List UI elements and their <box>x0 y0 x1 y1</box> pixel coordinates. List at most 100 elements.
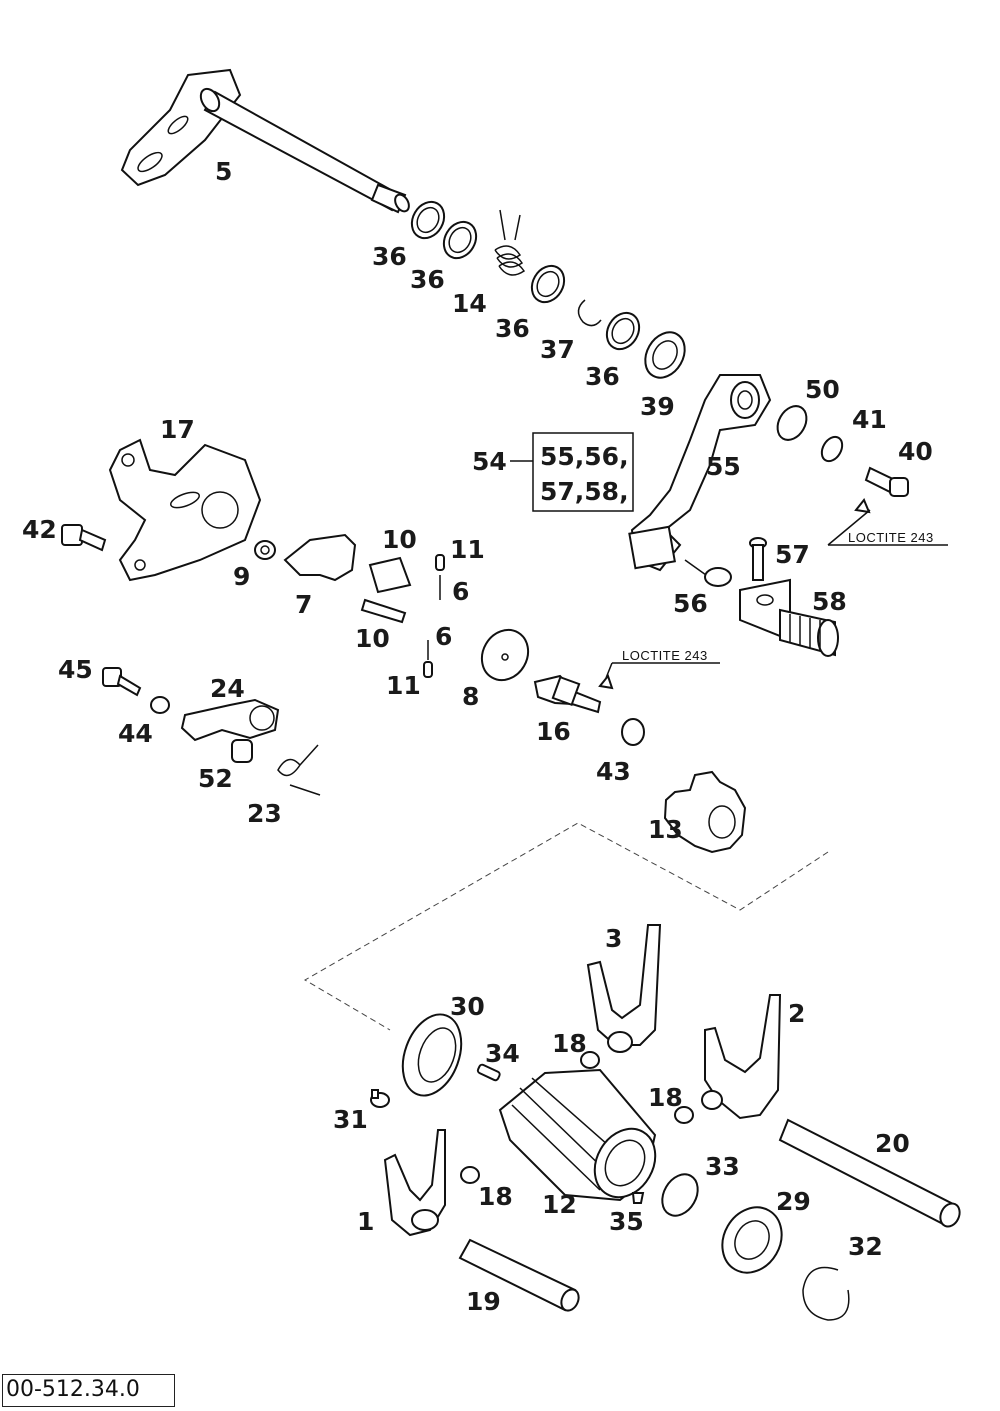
label-18-b: 18 <box>648 1083 683 1112</box>
shift-fork-3 <box>586 924 662 1053</box>
label-24: 24 <box>210 674 245 703</box>
dashed-reference-line <box>304 822 829 1031</box>
label-17: 17 <box>160 415 195 444</box>
washer-9 <box>254 540 276 560</box>
spring-ring-56 <box>704 567 732 587</box>
label-12: 12 <box>542 1190 577 1219</box>
circlip-32 <box>802 1266 850 1321</box>
label-41: 41 <box>852 405 887 434</box>
pin-34 <box>476 1063 501 1082</box>
shift-drum-12 <box>498 1068 657 1202</box>
loctite-leader-1 <box>827 509 871 546</box>
shift-drum-star-13 <box>663 770 747 854</box>
label-42: 42 <box>22 515 57 544</box>
label-34: 34 <box>485 1039 520 1068</box>
label-33: 33 <box>705 1152 740 1181</box>
label-13: 13 <box>648 815 683 844</box>
loctite-drop-1 <box>854 498 871 514</box>
washer-8 <box>480 628 530 682</box>
label-36-c: 36 <box>495 314 530 343</box>
bearing-30 <box>401 1013 463 1097</box>
pin-11-top <box>435 554 445 571</box>
screw-40 <box>864 466 909 497</box>
label-40: 40 <box>898 437 933 466</box>
label-6-a: 6 <box>452 577 469 606</box>
group-box-54 <box>532 432 634 512</box>
label-55: 55 <box>706 452 741 481</box>
shaft-washers <box>410 200 641 351</box>
label-45: 45 <box>58 655 93 684</box>
roller-18-a <box>580 1051 600 1069</box>
group-box-line-1: 55,56, <box>540 442 629 471</box>
ring-leader <box>684 559 707 576</box>
label-11-a: 11 <box>450 535 485 564</box>
label-56: 56 <box>673 589 708 618</box>
shift-fork-2 <box>701 994 782 1120</box>
label-10-a: 10 <box>382 525 417 554</box>
label-43: 43 <box>596 757 631 786</box>
pawl-pin-10 <box>360 598 407 624</box>
spring-23 <box>277 744 321 796</box>
label-23: 23 <box>247 799 282 828</box>
loctite-drop-2 <box>598 673 614 690</box>
foot-peg-58 <box>739 578 839 657</box>
bushing-52 <box>231 739 253 763</box>
plate-17 <box>108 438 262 582</box>
label-39: 39 <box>640 392 675 421</box>
loctite-note-1: LOCTITE 243 <box>848 530 934 545</box>
return-spring-14 <box>494 209 526 276</box>
loctite-note-2: LOCTITE 243 <box>622 648 708 663</box>
label-3: 3 <box>605 924 622 953</box>
label-37: 37 <box>540 335 575 364</box>
loctite-leader-2 <box>605 662 613 679</box>
pin-11-bottom <box>423 661 433 678</box>
roller-18-b <box>674 1106 694 1124</box>
label-32: 32 <box>848 1232 883 1261</box>
shaft-20 <box>778 1118 961 1228</box>
bearing-29 <box>721 1206 783 1274</box>
label-57: 57 <box>775 540 810 569</box>
bearing-39 <box>644 331 686 379</box>
label-19: 19 <box>466 1287 501 1316</box>
shift-shaft-part <box>120 68 410 214</box>
label-9: 9 <box>233 562 250 591</box>
pawl-block-10 <box>368 556 412 594</box>
label-35: 35 <box>609 1207 644 1236</box>
label-18-c: 18 <box>478 1182 513 1211</box>
label-58: 58 <box>812 587 847 616</box>
shift-fork-1 <box>383 1129 446 1237</box>
label-54: 54 <box>472 447 507 476</box>
drawing-code: 00-512.34.0 <box>2 1374 175 1407</box>
bolt-45 <box>102 667 142 697</box>
label-36-a: 36 <box>372 242 407 271</box>
label-6-b: 6 <box>435 622 452 651</box>
label-50: 50 <box>805 375 840 404</box>
label-29: 29 <box>776 1187 811 1216</box>
label-8: 8 <box>462 682 479 711</box>
label-52: 52 <box>198 764 233 793</box>
label-36-d: 36 <box>585 362 620 391</box>
roller-18-c <box>460 1166 480 1184</box>
screw-35 <box>631 1192 645 1204</box>
shift-pawl-7 <box>283 533 357 582</box>
label-30: 30 <box>450 992 485 1021</box>
lever-24 <box>180 698 280 742</box>
washer-43 <box>621 718 645 746</box>
washer-33 <box>661 1173 699 1217</box>
pin-57 <box>749 537 767 581</box>
label-18-a: 18 <box>552 1029 587 1058</box>
label-36-b: 36 <box>410 265 445 294</box>
label-44: 44 <box>118 719 153 748</box>
label-10-b: 10 <box>355 624 390 653</box>
group-box-line-2: 57,58, <box>540 477 629 506</box>
shaft-19 <box>458 1238 580 1312</box>
shift-lever-55 <box>628 374 772 572</box>
label-7: 7 <box>295 590 312 619</box>
label-31: 31 <box>333 1105 368 1134</box>
washer-50 <box>776 405 808 441</box>
label-5: 5 <box>215 157 232 186</box>
label-20: 20 <box>875 1129 910 1158</box>
label-14: 14 <box>452 289 487 318</box>
callout-labels: 5 36 36 14 36 37 36 39 50 41 40 54 55,56… <box>22 157 934 1316</box>
